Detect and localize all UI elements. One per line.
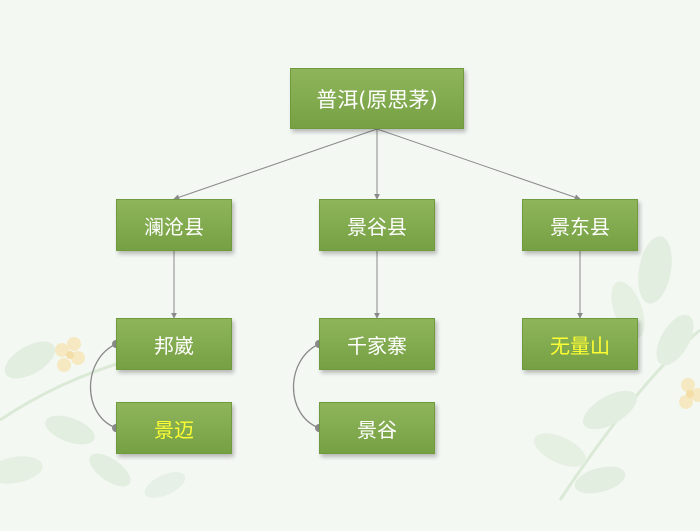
connector-bangwai-jingmai — [89, 343, 117, 429]
node-town-jingmai: 景迈 — [116, 402, 232, 454]
node-county-jingdong: 景东县 — [522, 199, 638, 251]
node-county-jinggu: 景谷县 — [319, 199, 435, 251]
connector-root-to-jingdong — [376, 128, 581, 201]
node-town-jinggu: 景谷 — [319, 402, 435, 454]
connector-root-to-lancang — [173, 128, 378, 201]
node-town-bangwai: 邦崴 — [116, 318, 232, 370]
node-town-qianjiazhai: 千家寨 — [319, 318, 435, 370]
node-county-lancang: 澜沧县 — [116, 199, 232, 251]
node-root: 普洱(原思茅) — [290, 68, 464, 129]
node-town-wuliangshan: 无量山 — [522, 318, 638, 370]
connector-qianjiazhai-jinggu — [292, 343, 320, 429]
